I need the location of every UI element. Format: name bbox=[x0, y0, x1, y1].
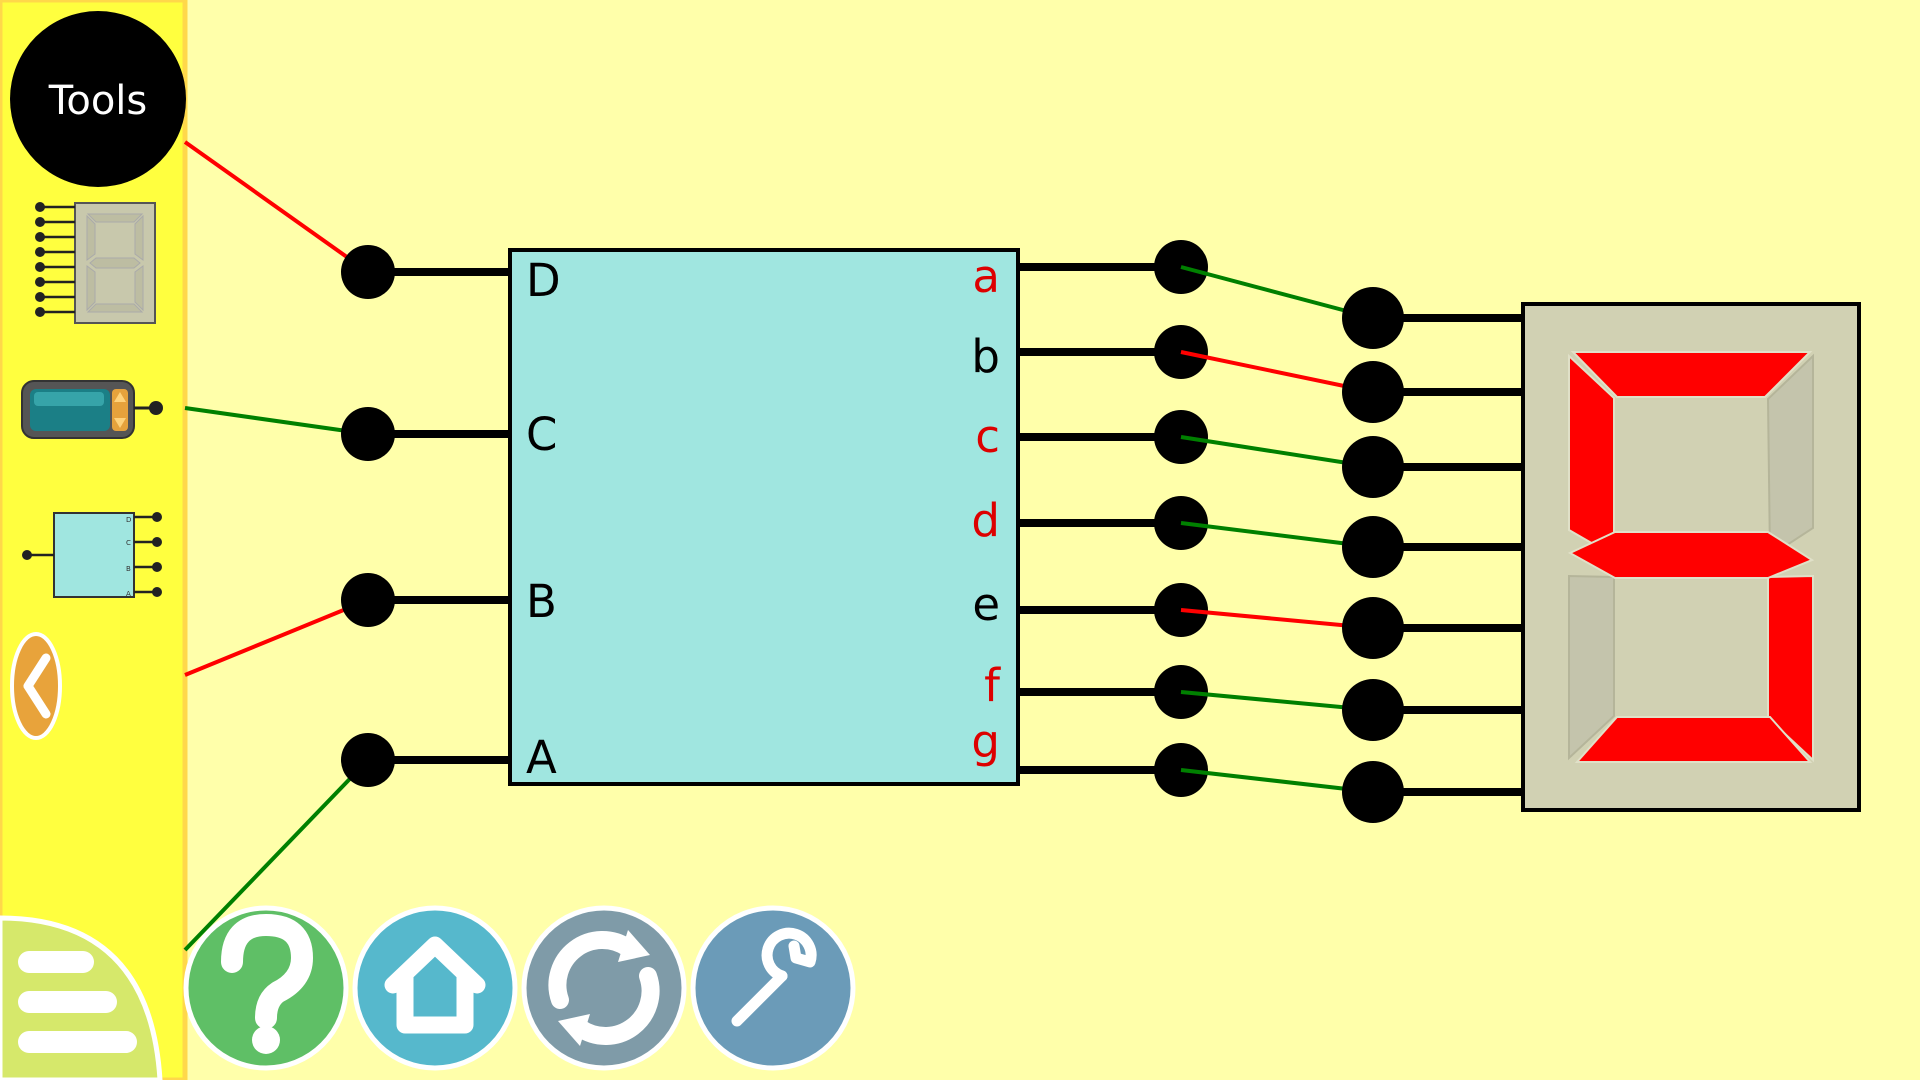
segment-a bbox=[1570, 351, 1813, 398]
decoder-output-label-b: b bbox=[971, 330, 1000, 383]
display-node-b[interactable] bbox=[1342, 361, 1404, 423]
decoder-output-label-g: g bbox=[971, 715, 1000, 768]
help-button[interactable] bbox=[183, 905, 349, 1071]
number-switch-tool[interactable] bbox=[21, 380, 163, 439]
decoder-input-label-c: C bbox=[526, 408, 557, 461]
segment-g bbox=[1567, 531, 1815, 579]
decoder-chip-icon: D C B A bbox=[22, 512, 162, 598]
menu-button[interactable] bbox=[0, 915, 163, 1080]
seven-segment-display-tool[interactable] bbox=[35, 202, 156, 324]
display-node-e[interactable] bbox=[1342, 597, 1404, 659]
hamburger-menu-icon bbox=[18, 951, 137, 1053]
svg-text:D: D bbox=[126, 516, 131, 524]
home-button[interactable] bbox=[352, 905, 518, 1071]
decoder-output-label-c: c bbox=[975, 410, 1000, 463]
segment-e bbox=[1568, 574, 1615, 761]
number-switch-icon bbox=[21, 380, 163, 439]
sidebar: Tools bbox=[0, 0, 188, 1080]
decoder-chip[interactable]: D C B A a b c d e f g bbox=[341, 240, 1208, 797]
home-icon bbox=[384, 936, 486, 1034]
bottom-toolbar bbox=[183, 905, 856, 1071]
decoder-output-label-e: e bbox=[972, 578, 1000, 631]
input-node-b[interactable] bbox=[341, 573, 395, 627]
svg-text:A: A bbox=[126, 590, 131, 598]
decoder-output-label-f: f bbox=[984, 659, 1001, 712]
decoder-body bbox=[508, 248, 1020, 786]
seven-segment-icon bbox=[35, 202, 156, 324]
tools-label: Tools bbox=[48, 78, 148, 124]
tools-button[interactable]: Tools bbox=[10, 11, 186, 187]
display-node-c[interactable] bbox=[1342, 436, 1404, 498]
decoder-input-label-d: D bbox=[526, 254, 561, 307]
output-wires bbox=[1180, 265, 1374, 794]
decoder-output-label-a: a bbox=[972, 250, 1000, 303]
question-mark-icon bbox=[221, 913, 314, 1054]
display-node-f[interactable] bbox=[1342, 679, 1404, 741]
decoder-input-label-b: B bbox=[526, 575, 557, 628]
chevron-left-icon bbox=[23, 653, 51, 719]
collapse-sidebar-button[interactable] bbox=[10, 632, 62, 740]
input-node-d[interactable] bbox=[341, 245, 395, 299]
settings-button[interactable] bbox=[690, 905, 856, 1071]
segment-d bbox=[1574, 716, 1813, 763]
display-node-a[interactable] bbox=[1342, 287, 1404, 349]
svg-text:B: B bbox=[126, 565, 131, 573]
display-node-g[interactable] bbox=[1342, 761, 1404, 823]
svg-text:C: C bbox=[126, 539, 131, 547]
decoder-output-label-d: d bbox=[971, 494, 1000, 547]
decoder-chip-tool[interactable]: D C B A bbox=[22, 512, 162, 598]
display-node-d[interactable] bbox=[1342, 516, 1404, 578]
input-node-a[interactable] bbox=[341, 733, 395, 787]
seven-segment-display[interactable] bbox=[1342, 287, 1861, 823]
input-node-c[interactable] bbox=[341, 407, 395, 461]
reload-button[interactable] bbox=[521, 905, 687, 1071]
digit-segments bbox=[1567, 351, 1815, 763]
reload-icon bbox=[548, 930, 660, 1046]
input-wires bbox=[183, 140, 370, 952]
decoder-output-labels: a b c d e f g bbox=[971, 250, 1001, 768]
wrench-icon bbox=[731, 927, 817, 1027]
decoder-input-label-a: A bbox=[526, 731, 557, 784]
